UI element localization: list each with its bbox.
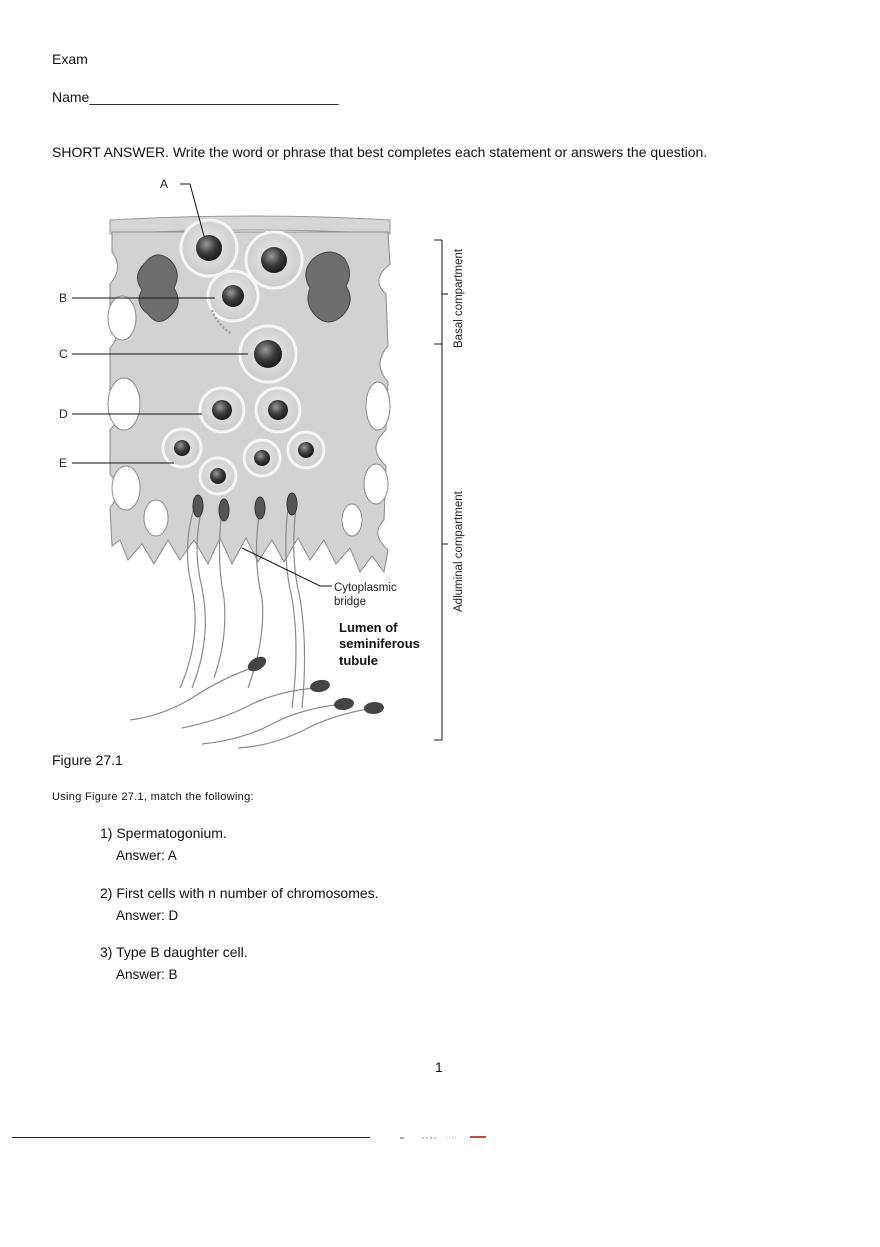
question-2: 2) First cells with n number of chromoso…	[100, 885, 379, 901]
callout-a: A	[160, 177, 168, 191]
embedded-spermatids	[179, 507, 306, 709]
exam-title: Exam	[52, 51, 88, 67]
germ-cells	[161, 218, 326, 496]
page-number: 1	[435, 1059, 443, 1075]
seminiferous-tubule-figure: A B C D E Basal compartment Adluminal co…	[52, 168, 482, 753]
figure-caption: Figure 27.1	[52, 752, 123, 768]
question-3: 3) Type B daughter cell.	[100, 944, 248, 960]
callout-c: C	[59, 347, 68, 361]
lumen-label-line2: seminiferous	[339, 636, 420, 651]
figure-illustration: A B C D E Basal compartment Adluminal co…	[59, 177, 465, 749]
lumen-label-line3: tubule	[339, 653, 378, 668]
adluminal-compartment-label: Adluminal compartment	[453, 490, 465, 612]
matching-prompt: Using Figure 27.1, match the following:	[52, 791, 254, 803]
cytoplasmic-bridge-label-line1: Cytoplasmic	[334, 582, 397, 594]
sertoli-nucleus-left	[137, 254, 179, 322]
question-1: 1) Spermatogonium.	[100, 825, 227, 841]
name-field-line: Name________________________________	[52, 89, 339, 105]
cytoplasmic-bridge-label-line2: bridge	[334, 596, 366, 608]
answer-3: Answer: B	[116, 967, 178, 982]
basal-compartment-label: Basal compartment	[453, 248, 465, 348]
free-sperm	[129, 656, 384, 749]
section-instruction: SHORT ANSWER. Write the word or phrase t…	[52, 144, 708, 160]
callout-b: B	[59, 291, 67, 305]
compartment-brackets	[434, 239, 448, 741]
answer-2: Answer: D	[116, 908, 179, 923]
answer-1: Answer: A	[116, 848, 177, 863]
callout-d: D	[59, 407, 68, 421]
footer-scan-marks	[400, 1136, 486, 1139]
sertoli-nucleus-right	[305, 251, 351, 323]
lumen-label-line1: Lumen of	[339, 620, 398, 635]
spermatid-heads	[192, 492, 298, 522]
callout-e: E	[59, 456, 67, 470]
basement-membrane	[109, 215, 391, 235]
callout-leaders	[72, 183, 332, 587]
cytoplasmic-strand	[211, 309, 233, 335]
footer-rule	[12, 1137, 370, 1138]
tissue-holes	[107, 295, 391, 537]
